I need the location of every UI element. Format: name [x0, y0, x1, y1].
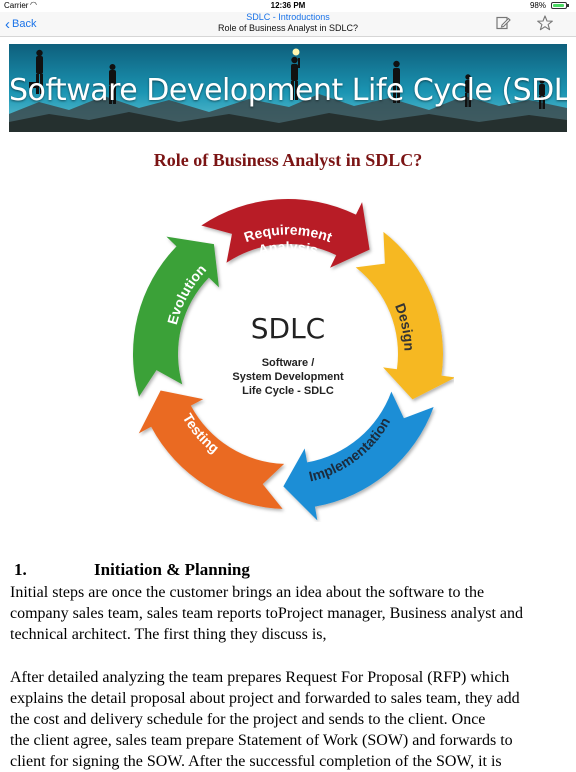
text-line: explains the detail proposal about proje… — [10, 690, 520, 707]
wifi-icon: ◠ — [30, 0, 37, 9]
paragraph-rfp: After detailed analyzing the team prepar… — [10, 667, 566, 772]
clock: 12:36 PM — [270, 1, 306, 10]
banner-title: Software Development Life Cycle (SDLC) — [9, 73, 567, 108]
section-number: 1. — [14, 560, 27, 579]
carrier-label: Carrier — [4, 1, 29, 10]
text-line: client for signing the SOW. After the su… — [10, 753, 502, 770]
nav-title-block: SDLC - Introductions Role of Business An… — [0, 12, 576, 34]
segment-design — [355, 231, 454, 400]
back-button[interactable]: ‹Back — [5, 16, 36, 33]
battery-icon — [551, 2, 569, 9]
star-icon[interactable] — [536, 14, 554, 32]
text-line: the client agree, sales team prepare Sta… — [10, 732, 513, 749]
banner-background — [9, 44, 567, 132]
segment-requirement — [201, 199, 370, 268]
section-heading: 1. Initiation & Planning — [14, 560, 250, 580]
navigation-bar: ‹Back SDLC - Introductions Role of Busin… — [0, 12, 576, 37]
chevron-left-icon: ‹ — [5, 16, 10, 33]
diagram-center-title: SDLC — [251, 312, 325, 345]
segment-testing — [138, 390, 285, 509]
text-line: the cost and delivery schedule for the p… — [10, 711, 486, 728]
segment-implementation — [283, 391, 434, 521]
text-line: After detailed analyzing the team prepar… — [10, 669, 510, 686]
battery-percent: 98% — [529, 1, 546, 10]
section-title: Initiation & Planning — [94, 560, 250, 579]
text-line: Initial steps are once the customer brin… — [10, 584, 485, 601]
sdlc-cycle-diagram: SDLC Software / System Development Life … — [133, 199, 454, 521]
text-line: technical architect. The first thing the… — [10, 626, 327, 643]
nav-subtitle: Role of Business Analyst in SDLC? — [217, 23, 359, 33]
svg-text:Analysis: Analysis — [257, 238, 320, 258]
text-line: company sales team, sales team reports t… — [10, 605, 523, 622]
nav-title: SDLC - Introductions — [246, 12, 330, 22]
segment-label-analysis: Analysis — [257, 238, 320, 258]
status-bar: Carrier ◠ 12:36 PM 98% — [0, 0, 576, 12]
diagram-center-line3: Life Cycle - SDLC — [242, 385, 334, 397]
diagram-center-line1: Software / — [262, 357, 315, 369]
segment-evolution — [133, 236, 219, 397]
edit-icon[interactable] — [494, 14, 512, 32]
back-label: Back — [12, 18, 37, 30]
page-heading: Role of Business Analyst in SDLC? — [153, 150, 423, 170]
sdlc-banner: Software Development Life Cycle (SDLC) — [9, 44, 567, 132]
paragraph-initial-steps: Initial steps are once the customer brin… — [10, 582, 566, 645]
diagram-center-line2: System Development — [232, 371, 344, 383]
